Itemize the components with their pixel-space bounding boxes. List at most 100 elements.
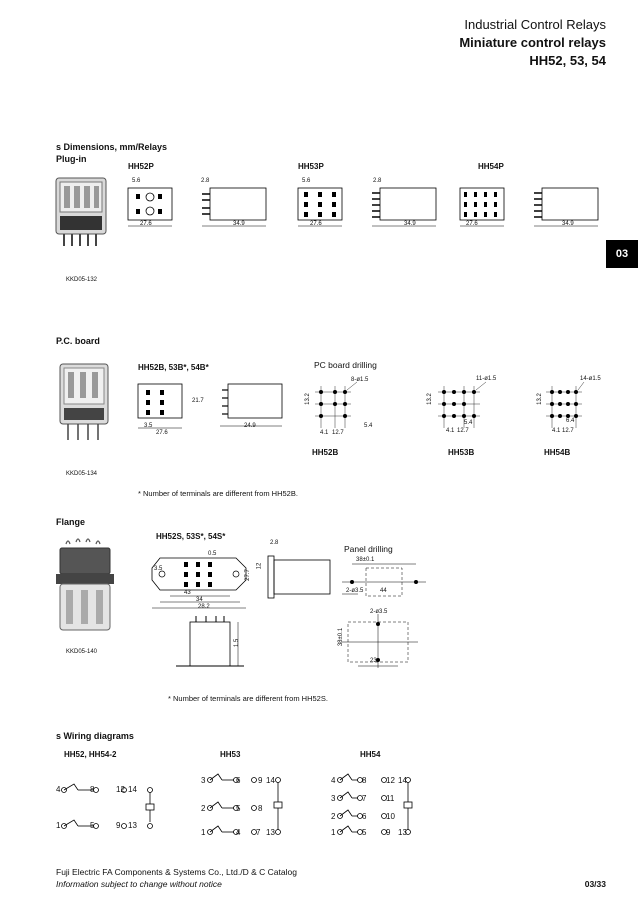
hh52-pin-1: 1 xyxy=(56,821,61,830)
pcboard-dim-d: 21.7 xyxy=(192,398,204,404)
flange-drawing xyxy=(151,555,331,667)
drill-hh52b-holes: 8-ø1.5 xyxy=(351,377,369,383)
flange-dim-mid: 34 xyxy=(196,597,203,603)
pcboard-dim-a: 3.5 xyxy=(144,423,153,429)
header-models: HH52, 53, 54 xyxy=(529,53,606,68)
flange-dim-pin: 2.8 xyxy=(270,540,279,546)
hh54-pin-14: 14 xyxy=(398,776,407,785)
hh53-pin-4: 4 xyxy=(236,828,241,837)
hh54-pin-10: 10 xyxy=(386,812,395,821)
flange-dim-left: 3.5 xyxy=(154,566,163,572)
hh52p-drawing xyxy=(127,187,267,227)
model-hh52p: HH52P xyxy=(128,162,154,171)
hh53-pin-3: 3 xyxy=(201,776,206,785)
panel-drilling-drawing xyxy=(342,563,426,668)
hh53p-drawing xyxy=(297,187,437,227)
hh53p-dim-width: 27.6 xyxy=(310,221,322,227)
wiring-heading: s Wiring diagrams xyxy=(56,731,134,741)
hh52p-dim-top: 5.6 xyxy=(132,178,141,184)
hh53p-dim-length: 34.9 xyxy=(404,221,416,227)
hh54-pin-4: 4 xyxy=(331,776,336,785)
flange-label: Flange xyxy=(56,517,86,527)
panel-dim-holes-a: 2-ø3.5 xyxy=(346,588,364,594)
drill-hh53b-height: 13.2 xyxy=(426,393,433,405)
flange-model: HH52S, 53S*, 54S* xyxy=(156,532,226,541)
footer-disclaimer: Information subject to change without no… xyxy=(56,879,222,889)
pcboard-model: HH52B, 53B*, 54B* xyxy=(138,363,209,372)
drill-hh53b-dim3: 5.4 xyxy=(464,420,473,426)
flange-relay-photo xyxy=(54,536,116,642)
hh54-pin-5: 5 xyxy=(362,828,367,837)
hh54-pin-6: 6 xyxy=(362,812,367,821)
hh54-pin-7: 7 xyxy=(362,794,367,803)
footer-company: Fuji Electric FA Components & Systems Co… xyxy=(56,867,297,877)
pcboard-photo-code: KKD05-134 xyxy=(66,471,98,477)
pcboard-note: * Number of terminals are different from… xyxy=(138,489,298,498)
drill-hh53b-dim1: 4.1 xyxy=(446,428,455,434)
drill-hh53b xyxy=(438,381,487,428)
hh53p-dim-top: 5.6 xyxy=(302,178,311,184)
drill-hh54b-dim2: 12.7 xyxy=(562,428,574,434)
section-tab[interactable]: 03 xyxy=(606,240,638,268)
wiring-diagram-hh52 xyxy=(61,783,155,829)
hh53-pin-6: 6 xyxy=(236,776,241,785)
hh52-pin-8: 8 xyxy=(90,785,95,794)
hh54-pin-13: 13 xyxy=(398,828,407,837)
hh52-pin-12: 12 xyxy=(116,785,125,794)
flange-photo-code: KKD05-140 xyxy=(66,649,98,655)
hh53-pin-13: 13 xyxy=(266,828,275,837)
wiring-title-hh54: HH54 xyxy=(360,750,381,759)
drill-hh53b-dim2: 12.7 xyxy=(457,428,469,434)
drill-hh52b-dim1: 4.1 xyxy=(320,430,329,436)
drill-hh52b-dim2: 12.7 xyxy=(332,430,344,436)
flange-dim-depth: 1.5 xyxy=(234,638,241,648)
hh53-pin-5: 5 xyxy=(236,804,241,813)
pcboard-drawing xyxy=(137,383,283,429)
hh53-pin-8: 8 xyxy=(258,804,263,813)
plugin-photo-code: KKD05-132 xyxy=(66,277,98,283)
panel-dim-44: 44 xyxy=(380,588,387,594)
drill-hh54b xyxy=(546,381,585,428)
page-number: 03/33 xyxy=(584,879,606,889)
hh54p-dim-length: 34.9 xyxy=(562,221,574,227)
flange-dim-outer: 28.2 xyxy=(198,604,210,610)
hh54-pin-2: 2 xyxy=(331,812,336,821)
hh52-pin-4: 4 xyxy=(56,785,61,794)
panel-dim-holes-b: 2-ø3.5 xyxy=(370,609,388,615)
drill-model-hh53b: HH53B xyxy=(448,448,475,457)
hh52p-dim-pin: 2.8 xyxy=(201,178,210,184)
drill-hh54b-holes: 14-ø1.5 xyxy=(580,376,601,382)
hh54-pin-9: 9 xyxy=(386,828,391,837)
plugin-label: Plug-in xyxy=(56,154,87,164)
drill-hh52b-height: 13.2 xyxy=(304,393,311,405)
pcboard-dim-b: 27.6 xyxy=(156,430,168,436)
hh53-pin-1: 1 xyxy=(201,828,206,837)
wiring-diagram-hh54 xyxy=(337,773,413,835)
drill-hh53b-holes: 11-ø1.5 xyxy=(476,376,497,382)
panel-dim-38b: 38±0.1 xyxy=(338,627,345,647)
hh53p-dim-pin: 2.8 xyxy=(373,178,382,184)
hh52-pin-9: 9 xyxy=(116,821,121,830)
wiring-title-hh53: HH53 xyxy=(220,750,241,759)
plugin-relay-photo xyxy=(52,172,112,272)
wiring-diagram-hh53 xyxy=(207,773,283,835)
hh52-pin-5: 5 xyxy=(90,821,95,830)
dimensions-heading: s Dimensions, mm/Relays xyxy=(56,142,168,152)
pcboard-dim-c: 24.9 xyxy=(244,423,256,429)
hh54-pin-11: 11 xyxy=(386,794,395,803)
hh52-pin-13: 13 xyxy=(128,821,137,830)
panel-dim-23: 23 xyxy=(370,658,377,664)
hh52p-dim-width: 27.6 xyxy=(140,221,152,227)
drill-hh54b-dim3: 6.4 xyxy=(566,418,575,424)
model-hh54p: HH54P xyxy=(478,162,504,171)
flange-dim-inner: 43 xyxy=(184,590,191,596)
hh54p-dim-width: 27.6 xyxy=(466,221,478,227)
drill-hh54b-height: 13.2 xyxy=(536,393,543,405)
drill-model-hh54b: HH54B xyxy=(544,448,571,457)
hh53-pin-9: 9 xyxy=(258,776,263,785)
drill-hh54b-dim1: 4.1 xyxy=(552,428,561,434)
flange-note: * Number of terminals are different from… xyxy=(168,694,328,703)
hh54-pin-3: 3 xyxy=(331,794,336,803)
hh53-pin-2: 2 xyxy=(201,804,206,813)
panel-drilling-title: Panel drilling xyxy=(344,544,393,554)
